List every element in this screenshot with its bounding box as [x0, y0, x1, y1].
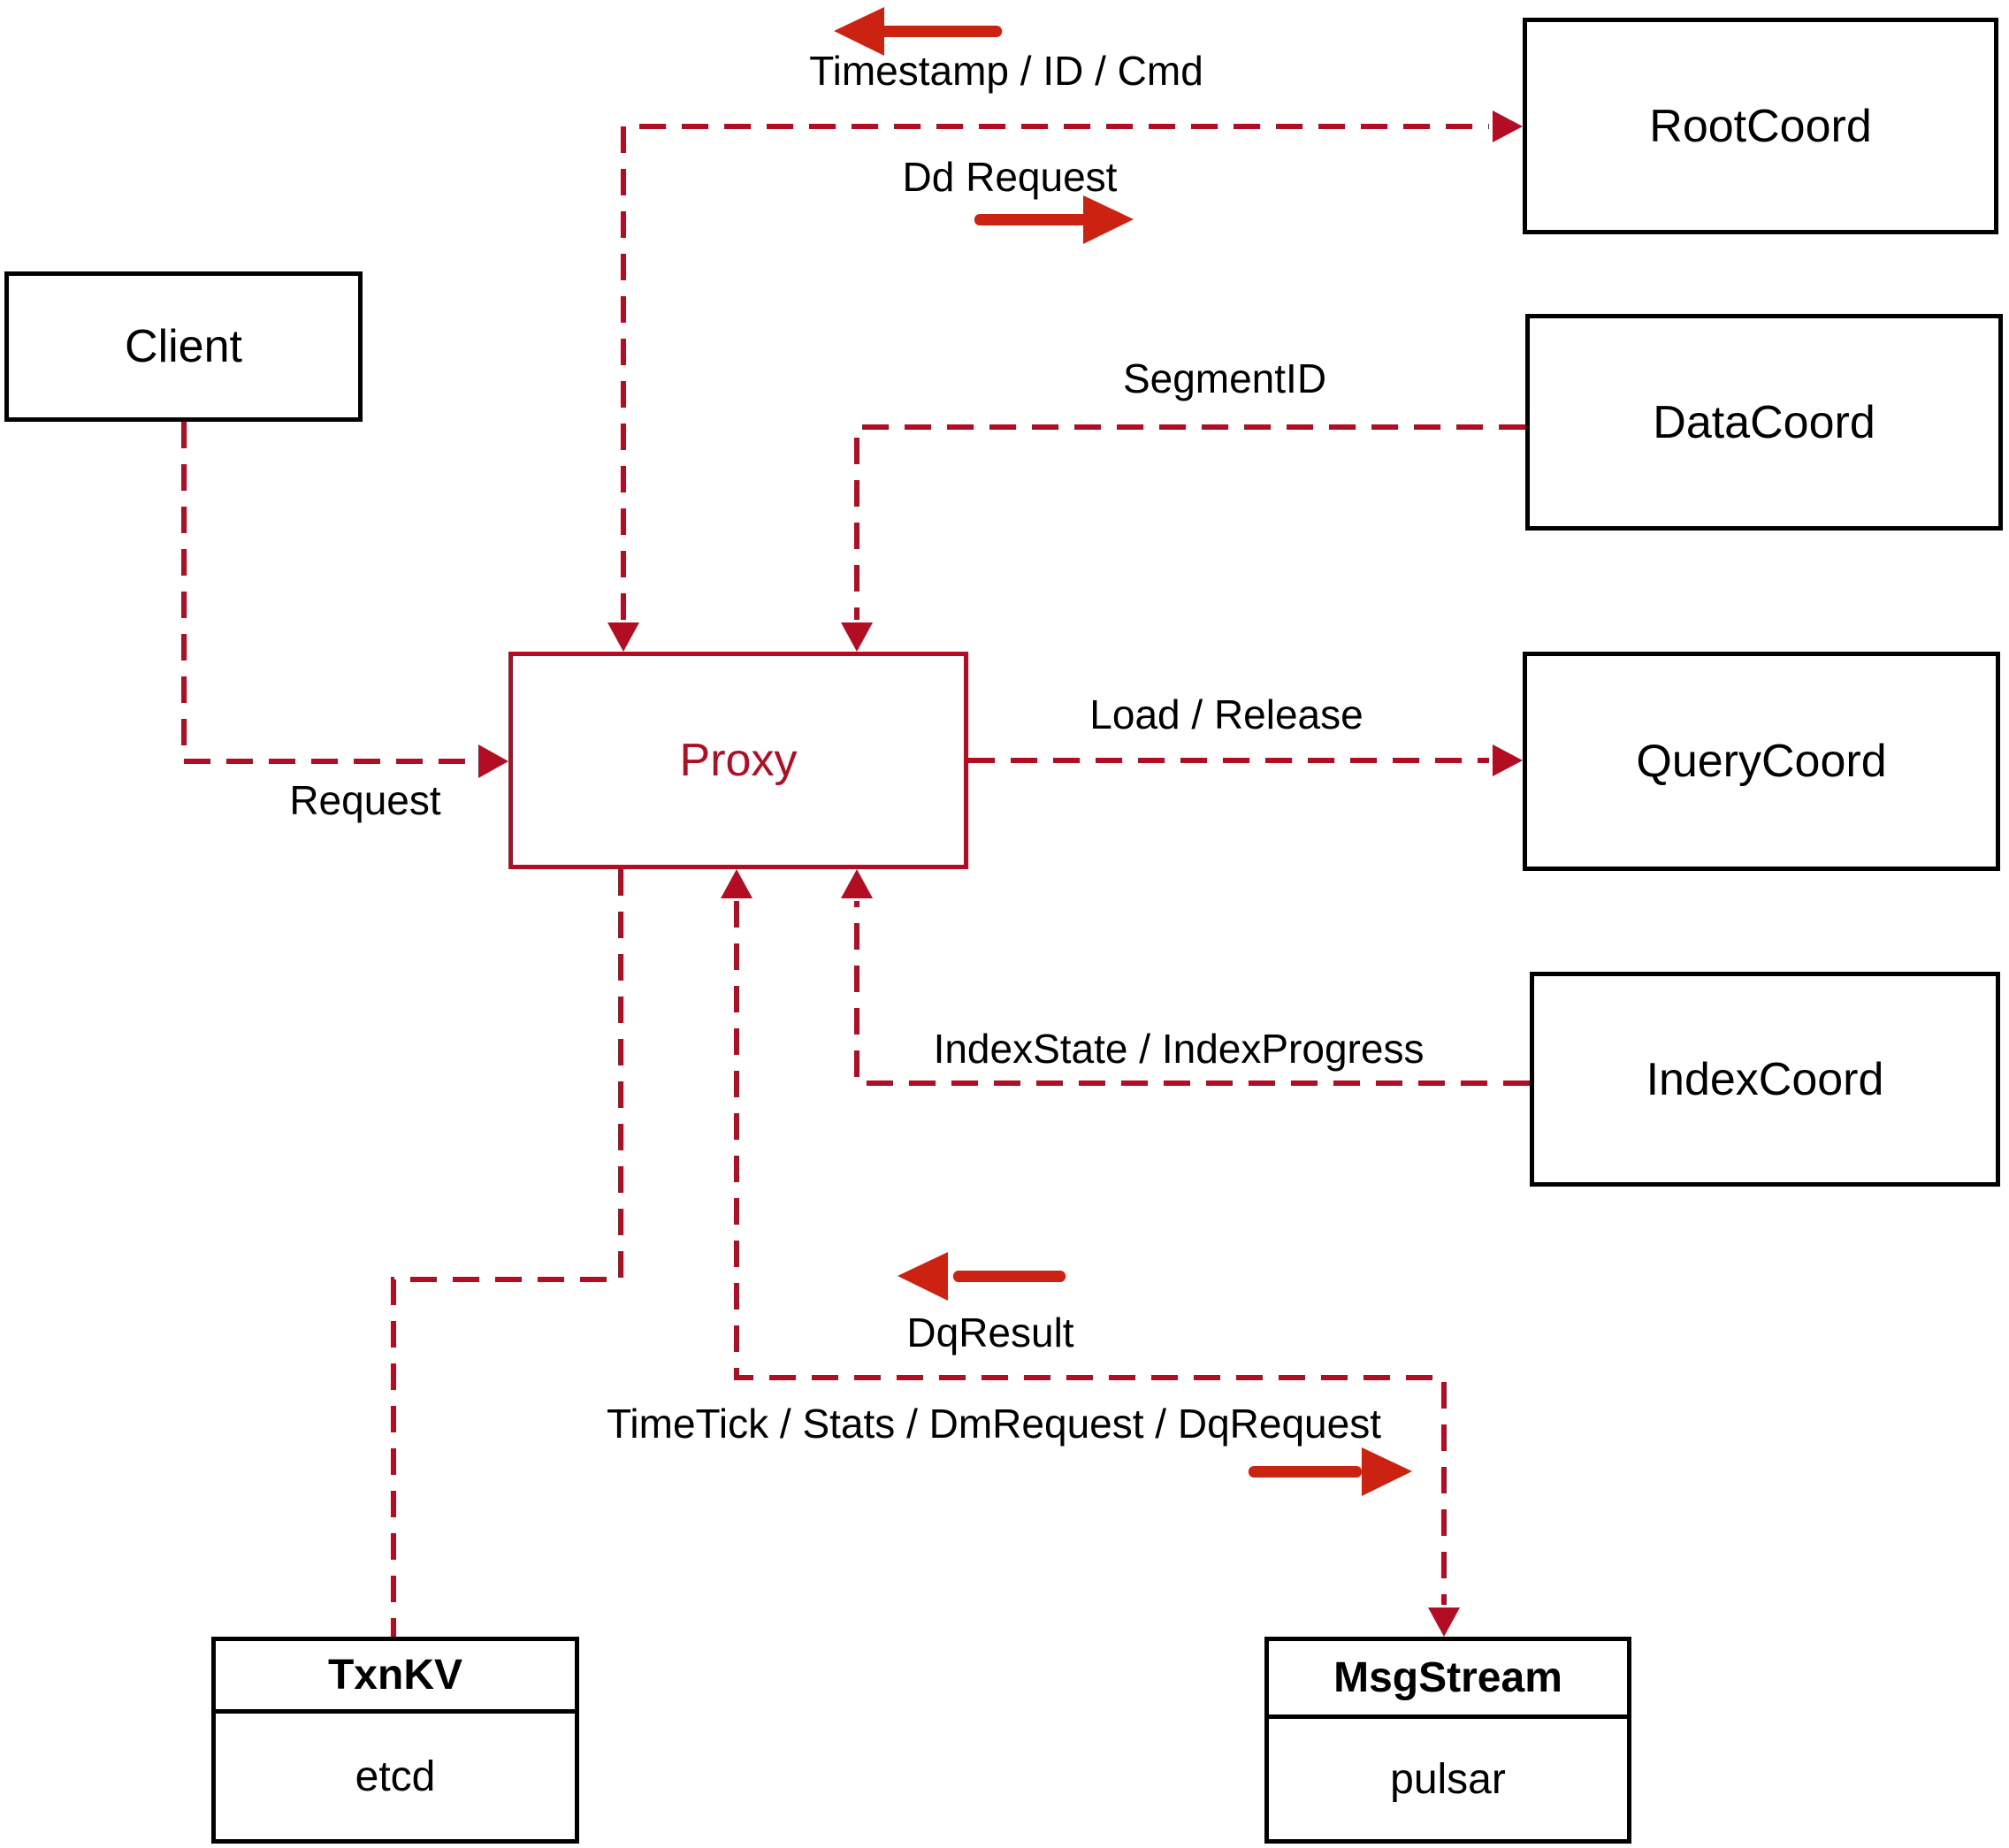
node-proxy-label: Proxy — [679, 735, 798, 786]
arrowhead-into-proxy-left — [478, 745, 508, 778]
edge-client-proxy — [181, 422, 476, 764]
edge-label-dd-request: Dd Request — [902, 154, 1118, 200]
flow-arrow-right-dd-request — [974, 195, 1134, 244]
edge-indexcoord-proxy — [854, 901, 1530, 1086]
flow-arrow-left-timestamp — [834, 7, 1002, 56]
node-msgstream-title: MsgStream — [1269, 1641, 1627, 1719]
edge-proxy-rootcoord — [621, 124, 1489, 620]
node-txnkv: TxnKV etcd — [211, 1637, 579, 1844]
edge-datacoord-proxy — [854, 424, 1525, 620]
edge-label-load-release: Load / Release — [1089, 691, 1364, 737]
node-client: Client — [4, 271, 363, 422]
flow-arrow-right-timetick — [1249, 1447, 1412, 1496]
flow-arrow-left-dqresult — [898, 1252, 1066, 1301]
edge-label-segmentid: SegmentID — [1122, 355, 1327, 401]
arrowhead-into-proxy-top-left — [607, 622, 639, 652]
node-txnkv-title: TxnKV — [216, 1641, 575, 1714]
arrowhead-into-msgstream — [1428, 1607, 1460, 1637]
edge-label-dqresult: DqResult — [906, 1310, 1074, 1355]
arrowhead-into-rootcoord — [1493, 111, 1523, 142]
arrowhead-into-proxy-top-right — [841, 622, 873, 652]
arrowhead-into-querycoord — [1493, 745, 1523, 776]
node-rootcoord: RootCoord — [1523, 18, 1998, 234]
node-querycoord-label: QueryCoord — [1636, 736, 1887, 787]
node-client-label: Client — [125, 321, 242, 372]
arrowhead-into-proxy-bottom-right — [841, 869, 873, 898]
node-datacoord: DataCoord — [1525, 314, 2003, 531]
edge-label-timetick-stats-dmrequest-dqrequest: TimeTick / Stats / DmRequest / DqRequest — [607, 1401, 1381, 1447]
edge-label-timestamp-id-cmd: Timestamp / ID / Cmd — [809, 48, 1203, 94]
edge-label-request: Request — [289, 777, 441, 823]
edge-proxy-txnkv — [391, 869, 623, 1637]
arrowhead-into-proxy-bottom-left — [721, 869, 752, 898]
node-querycoord: QueryCoord — [1523, 652, 2000, 871]
node-datacoord-label: DataCoord — [1653, 396, 1875, 448]
node-indexcoord: IndexCoord — [1530, 972, 2000, 1187]
edge-label-indexstate-indexprogress: IndexState / IndexProgress — [933, 1026, 1425, 1072]
node-txnkv-implementation: etcd — [355, 1753, 436, 1800]
node-indexcoord-label: IndexCoord — [1646, 1053, 1884, 1105]
node-rootcoord-label: RootCoord — [1649, 100, 1872, 152]
node-msgstream-implementation: pulsar — [1390, 1755, 1506, 1803]
node-proxy: Proxy — [508, 652, 968, 869]
node-msgstream: MsgStream pulsar — [1264, 1637, 1631, 1844]
edge-proxy-msgstream — [734, 901, 1447, 1605]
